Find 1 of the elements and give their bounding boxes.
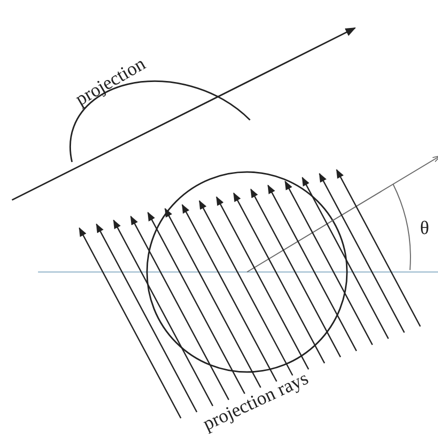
angle-label: θ xyxy=(420,218,430,240)
